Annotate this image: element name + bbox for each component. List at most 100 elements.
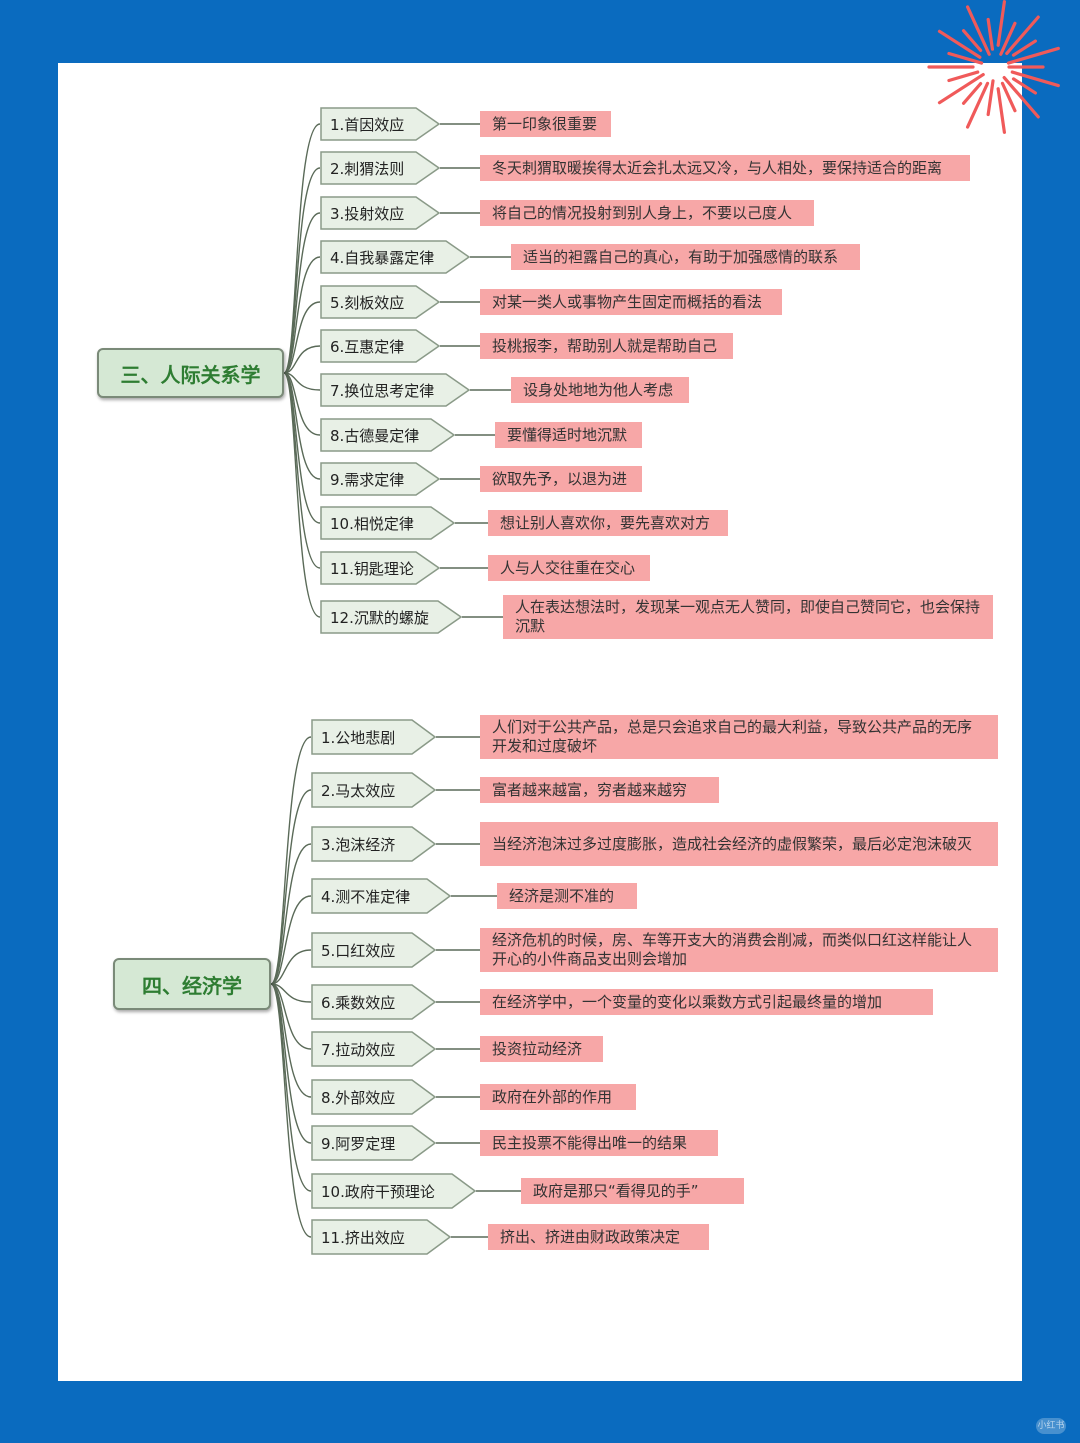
arrow-shape (320, 506, 455, 540)
topic-label: 11.钥匙理论 (330, 559, 414, 578)
arrow-shape (311, 1125, 436, 1161)
arrow-shape (320, 107, 440, 141)
topic-label: 6.互惠定律 (330, 337, 405, 356)
arrow-shape (311, 1079, 436, 1115)
topic-label: 9.阿罗定理 (321, 1134, 396, 1153)
firework-ray (999, 21, 1017, 56)
topic-description: 适当的袒露自己的真心，有助于加强感情的联系 (511, 244, 860, 270)
topic-node[interactable]: 4.自我暴露定律 (320, 240, 470, 274)
topic-description: 经济是测不准的 (497, 883, 637, 909)
topic-description: 投桃报李，帮助别人就是帮助自己 (480, 333, 733, 359)
firework-ray (1002, 75, 1040, 119)
topic-node[interactable]: 2.刺猬法则 (320, 151, 440, 185)
arrow-shape (320, 418, 455, 452)
topic-description: 当经济泡沫过多过度膨胀，造成社会经济的虚假繁荣，最后必定泡沫破灭 (480, 822, 998, 866)
arrow-shape (311, 1219, 451, 1255)
firework-ray (986, 79, 995, 117)
topic-label: 2.马太效应 (321, 781, 396, 800)
arrow-shape (320, 462, 440, 496)
firework-center (991, 63, 999, 71)
topic-node[interactable]: 1.首因效应 (320, 107, 440, 141)
firework-ray (986, 17, 995, 51)
topic-description: 设身处地地为他人考虑 (511, 377, 689, 403)
topic-node[interactable]: 9.阿罗定理 (311, 1125, 436, 1161)
topic-node[interactable]: 9.需求定律 (320, 462, 440, 496)
firework-ray (947, 51, 984, 65)
topic-description: 第一印象很重要 (480, 111, 611, 137)
topic-description: 对某一类人或事物产生固定而概括的看法 (480, 289, 782, 315)
topic-node[interactable]: 6.乘数效应 (311, 984, 436, 1020)
topic-description: 人在表达想法时，发现某一观点无人赞同，即使自己赞同它，也会保持沉默 (503, 595, 993, 639)
topic-node[interactable]: 11.钥匙理论 (320, 551, 440, 585)
arrow-shape (320, 551, 440, 585)
topic-description: 要懂得适时地沉默 (495, 422, 642, 448)
topic-label: 12.沉默的螺旋 (330, 608, 429, 627)
firework-ray (961, 29, 983, 52)
firework-ray (965, 81, 990, 129)
firework-ray (996, 0, 1006, 47)
firework-ray (937, 29, 982, 59)
arrow-shape (311, 1031, 436, 1067)
topic-label: 3.投射效应 (330, 204, 405, 223)
topic-node[interactable]: 5.口红效应 (311, 932, 436, 968)
topic-node[interactable]: 10.相悦定律 (320, 506, 455, 540)
arrow-shape (320, 151, 440, 185)
topic-description: 挤出、挤进由财政政策决定 (488, 1224, 709, 1250)
arrow-shape (320, 196, 440, 230)
topic-label: 5.刻板效应 (330, 293, 405, 312)
topic-node[interactable]: 7.拉动效应 (311, 1031, 436, 1067)
topic-label: 4.测不准定律 (321, 887, 411, 906)
arrow-shape (320, 373, 470, 407)
arrow-shape (320, 240, 470, 274)
firework-ray (1005, 15, 1040, 55)
firework-ray (1006, 46, 1060, 65)
topic-node[interactable]: 7.换位思考定律 (320, 373, 470, 407)
topic-label: 11.挤出效应 (321, 1228, 405, 1247)
topic-label: 4.自我暴露定律 (330, 248, 435, 267)
topic-description: 将自己的情况投射到别人身上，不要以己度人 (480, 200, 814, 226)
topic-label: 5.口红效应 (321, 941, 396, 960)
firework-ray (947, 70, 980, 83)
topic-label: 7.拉动效应 (321, 1040, 396, 1059)
topic-description: 富者越来越富，穷者越来越穷 (480, 777, 719, 803)
topic-node[interactable]: 12.沉默的螺旋 (320, 600, 462, 634)
topic-description: 冬天刺猬取暖挨得太近会扎太远又冷，与人相处，要保持适合的距离 (480, 155, 970, 181)
arrow-shape (320, 285, 440, 319)
topic-label: 8.古德曼定律 (330, 426, 420, 445)
section-root-2[interactable]: 四、经济学 (113, 958, 271, 1010)
firework-ray (996, 87, 1006, 134)
arrow-shape (311, 878, 451, 914)
topic-description: 想让别人喜欢你，要先喜欢对方 (488, 510, 728, 536)
topic-node[interactable]: 5.刻板效应 (320, 285, 440, 319)
topic-node[interactable]: 8.古德曼定律 (320, 418, 455, 452)
topic-description: 经济危机的时候，房、车等开支大的消费会削减，而类似口红这样能让人开心的小件商品支… (480, 928, 998, 972)
arrow-shape (320, 600, 462, 634)
topic-node[interactable]: 4.测不准定律 (311, 878, 451, 914)
topic-node[interactable]: 6.互惠定律 (320, 329, 440, 363)
firework-icon (927, 0, 1060, 134)
topic-node[interactable]: 1.公地悲剧 (311, 719, 436, 755)
arrow-shape (311, 1173, 476, 1209)
topic-description: 欲取先予，以退为进 (480, 466, 642, 492)
topic-label: 10.相悦定律 (330, 514, 414, 533)
topic-label: 10.政府干预理论 (321, 1182, 435, 1201)
section-root-1[interactable]: 三、人际关系学 (97, 348, 284, 398)
topic-label: 8.外部效应 (321, 1088, 396, 1107)
firework-ray (1011, 77, 1037, 95)
arrow-shape (311, 932, 436, 968)
topic-label: 7.换位思考定律 (330, 381, 435, 400)
topic-node[interactable]: 3.投射效应 (320, 196, 440, 230)
topic-node[interactable]: 2.马太效应 (311, 772, 436, 808)
topic-node[interactable]: 11.挤出效应 (311, 1219, 451, 1255)
arrow-shape (311, 984, 436, 1020)
topic-description: 在经济学中，一个变量的变化以乘数方式引起最终量的增加 (480, 989, 933, 1015)
topic-label: 6.乘数效应 (321, 993, 396, 1012)
arrow-shape (311, 826, 436, 862)
topic-description: 民主投票不能得出唯一的结果 (480, 1130, 718, 1156)
firework-ray (1011, 39, 1037, 57)
topic-node[interactable]: 8.外部效应 (311, 1079, 436, 1115)
firework-ray (1000, 81, 1017, 113)
topic-node[interactable]: 10.政府干预理论 (311, 1173, 476, 1209)
topic-node[interactable]: 3.泡沫经济 (311, 826, 436, 862)
topic-description: 投资拉动经济 (480, 1036, 603, 1062)
